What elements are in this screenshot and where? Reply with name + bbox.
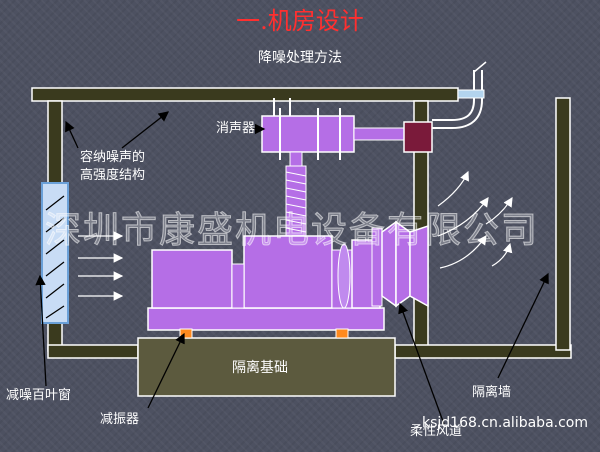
label-damper: 减振器 [100, 412, 140, 427]
intake-airflow-arrows [78, 231, 124, 301]
flexible-exhaust [285, 165, 307, 237]
floor-right [394, 344, 572, 359]
leader-noise-louver [35, 274, 47, 387]
exhaust-airflow-arrows [437, 170, 513, 269]
leader-high-strength-structure [65, 120, 79, 149]
leader-flexible-duct [398, 302, 445, 425]
label-isolation-wall: 隔离墙 [472, 385, 512, 400]
roof-pipe-fitting [457, 89, 485, 99]
noise-louver [41, 182, 69, 324]
label-structure-line1: 容纳噪声的 [80, 150, 146, 165]
leader-isolation-wall [497, 272, 549, 379]
website-url: ksjd168.cn.alibaba.com [421, 415, 588, 431]
generator-body-left [151, 249, 233, 309]
radiator-fan [337, 243, 351, 309]
muffler-joint [403, 121, 433, 153]
label-muffler: 消声器 [216, 121, 256, 136]
isolation-wall [555, 97, 571, 351]
muffler-outlet-pipe [353, 127, 405, 141]
generator-body-right [243, 235, 333, 309]
damper-right [335, 328, 349, 339]
label-noise-louver: 减噪百叶窗 [6, 388, 72, 403]
isolation-base [137, 337, 396, 397]
floor-left [47, 344, 139, 359]
leader-damper [147, 332, 185, 409]
label-structure-line2: 高强度结构 [80, 168, 146, 183]
company-watermark: 深圳市康盛机电设备有限公司 [44, 210, 540, 252]
page-title: 一.机房设计 [236, 7, 364, 35]
page-subtitle: 降噪处理方法 [258, 50, 342, 66]
damper-left [179, 328, 193, 339]
roof-beam [31, 87, 459, 102]
label-flexible-duct: 柔性风道 [410, 424, 463, 439]
label-isolation-base: 隔离基础 [232, 360, 288, 376]
flexible-air-duct [381, 220, 429, 308]
generator-skid [147, 307, 385, 331]
